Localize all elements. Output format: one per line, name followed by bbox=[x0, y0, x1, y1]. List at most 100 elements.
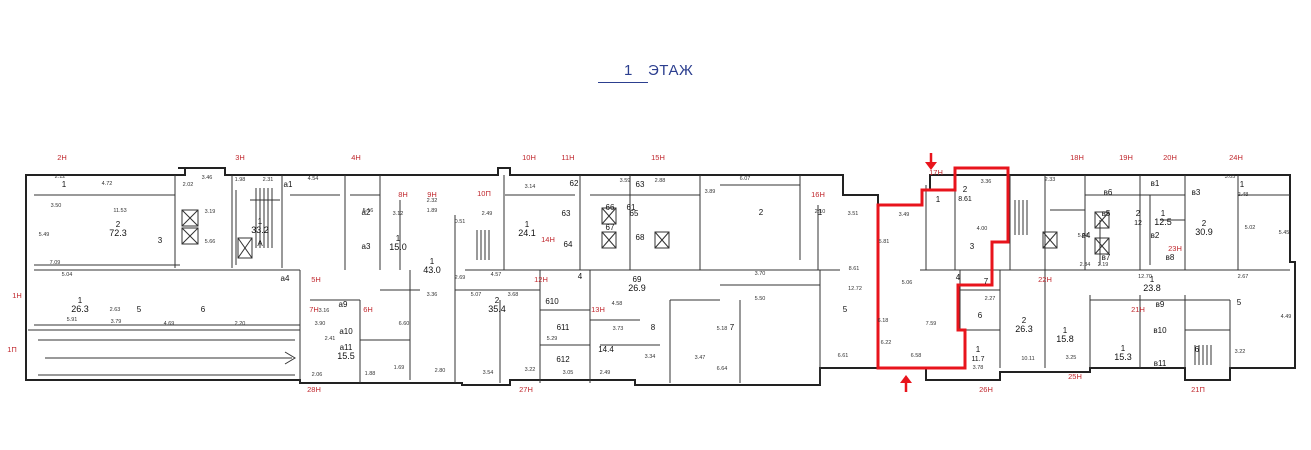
premise-marker: 27Н bbox=[519, 385, 533, 394]
dimension-label: 1.89 bbox=[427, 208, 438, 214]
room-area: 26.9 bbox=[628, 283, 646, 293]
dimension-label: 3.22 bbox=[1235, 349, 1246, 355]
dimension-label: 2.49 bbox=[600, 370, 611, 376]
premise-marker: 2Н bbox=[57, 153, 67, 162]
dimension-label: 6.60 bbox=[399, 321, 410, 327]
dimension-label: 6.07 bbox=[740, 176, 751, 182]
premise-marker: 9Н bbox=[427, 190, 437, 199]
dimension-label: 1.98 bbox=[235, 177, 246, 183]
premise-marker: 1П bbox=[7, 345, 17, 354]
room-number: 610 bbox=[545, 297, 559, 306]
room-number: в10 bbox=[1153, 326, 1167, 335]
room-number: 2 bbox=[759, 208, 764, 217]
dimension-label: 2.34 bbox=[1080, 262, 1091, 268]
room-area: 12.5 bbox=[1154, 217, 1172, 227]
room-area: 15.0 bbox=[389, 242, 407, 252]
room-number: 5 bbox=[1237, 298, 1242, 307]
room-area: 23.8 bbox=[1143, 283, 1161, 293]
dimension-label: 4.72 bbox=[102, 181, 113, 187]
premise-marker: 13Н bbox=[591, 305, 605, 314]
premise-marker: 11Н bbox=[561, 153, 574, 162]
premise-marker: 10Н bbox=[522, 153, 536, 162]
floor-label: ЭТАЖ bbox=[648, 62, 694, 79]
room-number: А bbox=[257, 239, 263, 248]
dimension-label: 2.69 bbox=[455, 275, 466, 281]
dimension-label: 6.22 bbox=[881, 340, 892, 346]
room-number: 2 bbox=[963, 185, 968, 194]
dimension-label: 5.50 bbox=[755, 296, 766, 302]
dimension-label: 5.06 bbox=[902, 280, 913, 286]
dimension-label: 2.10 bbox=[815, 209, 826, 215]
dimension-label: 2.20 bbox=[235, 321, 246, 327]
dimension-label: 7.59 bbox=[926, 321, 937, 327]
room-number: 5 bbox=[843, 305, 848, 314]
room-extra: 11.7 bbox=[971, 356, 984, 363]
dimension-label: 3.16 bbox=[319, 308, 330, 314]
room-number: в3 bbox=[1192, 188, 1201, 197]
room-number: 14.4 bbox=[598, 345, 614, 354]
room-number: 7 bbox=[730, 323, 735, 332]
dimension-label: 5.74 bbox=[1078, 233, 1089, 239]
dimension-label: 3.36 bbox=[981, 179, 992, 185]
room-number: 69 bbox=[633, 275, 642, 284]
dimension-label: 5.04 bbox=[62, 272, 73, 278]
dimension-label: 2.06 bbox=[312, 372, 323, 378]
dimension-label: 3.34 bbox=[645, 354, 656, 360]
dimension-label: 4.49 bbox=[1281, 314, 1292, 320]
premise-marker: 10П bbox=[477, 189, 491, 198]
dimension-label: 3.79 bbox=[111, 319, 122, 325]
premise-marker: 24Н bbox=[1229, 153, 1243, 162]
dimension-label: 2.32 bbox=[427, 198, 438, 204]
room-number: 63 bbox=[562, 209, 571, 218]
room-number: 4 bbox=[956, 273, 961, 282]
room-number: а2 bbox=[362, 208, 371, 217]
room-number: 1 bbox=[976, 345, 981, 354]
dimension-label: 12.70 bbox=[1138, 274, 1152, 280]
room-area: 15.3 bbox=[1114, 352, 1132, 362]
room-number: в5 bbox=[1102, 209, 1111, 218]
room-number: а1 bbox=[284, 180, 293, 189]
room-number: в7 bbox=[1102, 253, 1111, 262]
dimension-label: 3.22 bbox=[525, 367, 536, 373]
dimension-label: 5.02 bbox=[1245, 225, 1256, 231]
room-number: 64 bbox=[564, 240, 573, 249]
dimension-label: 3.50 bbox=[51, 203, 62, 209]
room-area: 33.2 bbox=[251, 225, 269, 235]
dimension-label: 3.19 bbox=[205, 209, 216, 215]
entrance-arrow-top bbox=[925, 153, 937, 170]
dimension-label: 6.58 bbox=[911, 353, 922, 359]
dimension-label: 3.68 bbox=[508, 292, 519, 298]
dimension-label: 2.33 bbox=[1045, 177, 1056, 183]
room-number: 4 bbox=[578, 272, 583, 281]
dimension-label: 7.09 bbox=[50, 260, 61, 266]
dimension-label: 6.64 bbox=[717, 366, 728, 372]
premise-marker: 6Н bbox=[363, 305, 373, 314]
room-number: в11 bbox=[1154, 359, 1167, 368]
room-area: 43.0 bbox=[423, 265, 441, 275]
dimension-label: 5.29 bbox=[547, 336, 558, 342]
premise-marker: 15Н bbox=[651, 153, 665, 162]
room-number: 6 bbox=[978, 311, 983, 320]
premise-marker: 23Н bbox=[1168, 244, 1182, 253]
dimension-label: 4.00 bbox=[977, 226, 988, 232]
dimension-label: 1.88 bbox=[365, 371, 376, 377]
premise-marker: 8Н bbox=[398, 190, 408, 199]
dimension-label: 3.12 bbox=[393, 211, 404, 217]
dimension-label: 3.14 bbox=[525, 184, 536, 190]
dimension-label: 5.66 bbox=[205, 239, 216, 245]
premise-marker: 1Н bbox=[12, 291, 22, 300]
dimension-label: 4.58 bbox=[612, 301, 623, 307]
room-number: в2 bbox=[1151, 231, 1160, 240]
room-number: а11 bbox=[340, 343, 353, 352]
dimension-label: 3.78 bbox=[973, 365, 984, 371]
room-number: 5 bbox=[137, 305, 142, 314]
room-number: 7 bbox=[984, 277, 989, 286]
room-number: 68 bbox=[636, 233, 645, 242]
premise-marker: 12Н bbox=[534, 275, 548, 284]
premise-marker: 17Н bbox=[929, 168, 943, 177]
room-number: 2 bbox=[1136, 209, 1141, 218]
dimension-label: 6.61 bbox=[838, 353, 849, 359]
dimension-label: 5.45 bbox=[1279, 230, 1290, 236]
